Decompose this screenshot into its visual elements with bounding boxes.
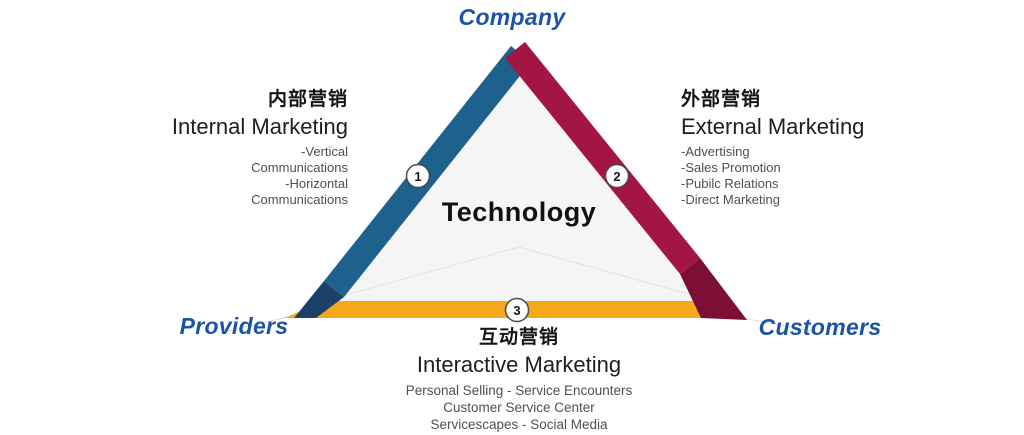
detail-line: -Sales Promotion (681, 160, 781, 175)
badge-1-number: 1 (414, 169, 421, 184)
detail-line: Customer Service Center (443, 400, 595, 415)
interactive-marketing-details: Personal Selling - Service Encounters Cu… (406, 382, 633, 433)
internal-marketing-block: 内部营销 Internal Marketing -Vertical Commun… (172, 88, 348, 208)
right-side-bar (505, 42, 700, 274)
detail-line: -Pubilc Relations (681, 176, 779, 191)
badge-2-number: 2 (613, 169, 620, 184)
providers-connector-line (223, 314, 297, 333)
detail-line: -Advertising (681, 144, 750, 159)
detail-line: Servicescapes - Social Media (430, 417, 608, 432)
badge-3-number: 3 (513, 303, 520, 318)
interior-fold-line-left (334, 246, 520, 299)
external-marketing-title-zh: 外部营销 (681, 89, 762, 110)
customers-vertex-label: Customers (758, 314, 882, 340)
badge-2: 2 (604, 163, 630, 189)
external-marketing-title-en: External Marketing (681, 114, 865, 139)
internal-marketing-title-en: Internal Marketing (171, 114, 348, 139)
external-marketing-block: 外部营销 External Marketing -Advertising -Sa… (681, 88, 864, 208)
technology-center-label: Technology (441, 197, 597, 227)
internal-marketing-details: -Vertical Communications -Horizontal Com… (172, 144, 348, 208)
badge-3: 3 (504, 297, 530, 323)
badge-1: 1 (405, 163, 431, 189)
interior-fold-line-right (518, 246, 704, 299)
detail-line: Communications (251, 160, 348, 175)
interactive-marketing-title-en: Interactive Marketing (416, 352, 622, 377)
detail-line: -Direct Marketing (681, 192, 780, 207)
interactive-marketing-title-zh: 互动营销 (478, 327, 559, 348)
detail-line: -Vertical (301, 144, 348, 159)
internal-marketing-title-zh: 内部营销 (267, 89, 348, 110)
company-vertex-label: Company (458, 4, 566, 30)
detail-line: Communications (251, 192, 348, 207)
interactive-marketing-block: 互动营销 Interactive Marketing Personal Sell… (406, 326, 633, 433)
right-side-fold (680, 258, 747, 320)
triangle-interior (330, 60, 706, 303)
external-marketing-details: -Advertising -Sales Promotion -Pubilc Re… (681, 144, 864, 208)
left-side-fold (294, 281, 344, 318)
detail-line: -Horizontal (285, 176, 348, 191)
detail-line: Personal Selling - Service Encounters (405, 383, 633, 398)
customers-connector-line (741, 317, 813, 332)
providers-vertex-label: Providers (179, 313, 289, 339)
